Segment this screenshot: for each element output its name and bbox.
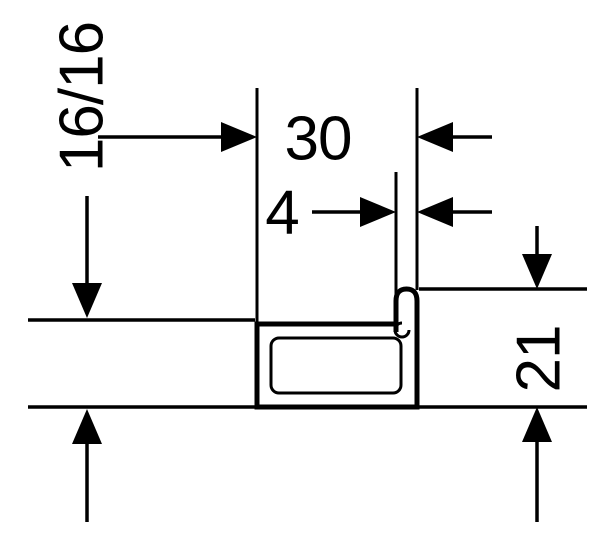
dim-lip-arrow-right-icon [360, 197, 396, 227]
profile-lip [393, 286, 420, 348]
dim-right-arrow-up-icon [522, 407, 552, 442]
dim-label-lip-width: 4 [265, 179, 298, 248]
dim-label-right-height: 21 [505, 326, 574, 393]
dim-left-arrow-up-icon [72, 409, 102, 444]
dim-width-arrow-left-icon [417, 122, 453, 152]
dim-lip-arrow-left-icon [417, 197, 453, 227]
dim-label-left-height: 16/16 [48, 22, 117, 172]
dim-width-arrow-right-icon [221, 122, 257, 152]
dim-left-arrow-down-icon [72, 283, 102, 318]
profile-outer-body [254, 321, 420, 410]
dim-label-overall-width: 30 [285, 105, 352, 174]
profile-lip-mask [396, 289, 417, 330]
dim-right-arrow-down-icon [522, 254, 552, 289]
profile-inner-wall [269, 336, 403, 395]
profile-lip-curl [393, 321, 411, 339]
